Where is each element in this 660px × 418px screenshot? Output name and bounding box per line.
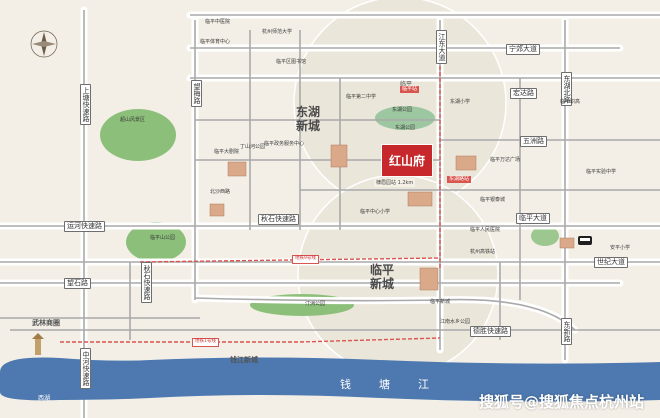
road-tag-jiangdong: 江东大道	[436, 30, 447, 64]
road-tag-zhonghe: 中河快速路	[80, 348, 91, 389]
place-label: 东湖公园	[395, 125, 416, 131]
landmark-buildings	[209, 144, 575, 291]
park-east	[531, 226, 559, 246]
place-label: 临平第二中学	[346, 94, 377, 100]
place-label: 临平山公园	[150, 235, 176, 241]
compass-icon	[30, 30, 58, 58]
road-tag-hongda: 宏达路	[510, 88, 537, 99]
area-qianjiang: 钱江新城	[230, 356, 258, 364]
area-wulin: 武林商圈	[32, 319, 60, 327]
place-label: 江南水乡公园	[440, 319, 471, 325]
park-west-1	[100, 109, 176, 161]
road-tag-shiji: 世纪大道	[594, 257, 628, 268]
linping-halo	[297, 174, 499, 376]
river-name: 钱塘江	[340, 378, 457, 391]
road-tag-dongxin: 东新路	[561, 318, 572, 345]
area-wenti: 临平	[400, 81, 413, 88]
park-west-2	[126, 222, 186, 262]
place-label: 临平政务服务中心	[264, 141, 305, 147]
place-label: 临平职高	[560, 99, 581, 105]
place-label: 北沙西路	[210, 189, 231, 195]
place-label: 杭州高铁站	[470, 249, 496, 255]
district-donghu-line2: 新城	[296, 118, 321, 133]
road-tag-wuzhou: 五洲路	[520, 136, 547, 147]
district-donghu: 东湖 新城	[296, 105, 321, 134]
road-tag-zhongshi: 秋石快速路	[141, 262, 152, 303]
station-tag-2: 临平站	[400, 86, 420, 93]
road-tag-yunhe: 运河快速路	[64, 221, 105, 232]
place-label: 临平实验中学	[586, 169, 617, 175]
place-label: 临平体育中心	[200, 39, 231, 45]
pagoda-icon	[32, 333, 44, 355]
road-tag-jiangnan: 望石路	[64, 278, 91, 289]
place-label: 临平中心小学	[360, 209, 391, 215]
metro-tag-line1: 地铁1号线	[192, 338, 219, 347]
place-label: 临平新城	[430, 299, 451, 305]
district-linping-line2: 新城	[370, 276, 395, 291]
road-tag-shanghai: 上塘快速路	[80, 84, 91, 125]
station-tag-1: 东湖路站	[447, 176, 472, 183]
road-tag-linping: 临平大道	[516, 213, 550, 224]
project-caption: 棣眉园站 1.2km	[374, 178, 416, 187]
place-label: 杭州师范大学	[262, 29, 293, 35]
road-tag-qiushi: 秋石快速路	[258, 214, 299, 225]
road-tag-ningjia: 宁郊大道	[506, 44, 540, 55]
metro-lines	[60, 60, 441, 343]
road-tag-dongda: 东湖北路	[561, 72, 572, 106]
place-label: 临平区图书馆	[276, 59, 307, 65]
metro-tag-line9: 地铁9号线	[292, 255, 319, 264]
place-label: 临平人民医院	[470, 227, 501, 233]
bus-icon	[578, 236, 592, 245]
place-label: 临平万达广场	[490, 157, 521, 163]
place-label: 超山风景区	[120, 117, 146, 123]
donghu-lake	[375, 106, 435, 130]
place-label: 东湖小学	[450, 99, 471, 105]
place-label: 临平银泰城	[480, 197, 506, 203]
road-lines	[0, 10, 660, 418]
area-xiaojiao: 西湖	[38, 395, 51, 402]
place-label: 东湖公园	[392, 107, 413, 113]
district-linping-line1: 临平	[370, 263, 395, 277]
place-label: 临平中医院	[205, 19, 231, 25]
qiantang-river	[0, 357, 660, 402]
district-linping: 临平 新城	[370, 263, 395, 292]
project-name: 红山府	[388, 154, 425, 168]
watermark: 搜狐号@搜狐焦点杭州站	[478, 393, 644, 411]
road-tag-deshen: 德胜快速路	[470, 326, 511, 337]
place-label: 安平小学	[610, 245, 631, 251]
district-donghu-line1: 东湖	[296, 105, 321, 119]
place-label: 汀洲公园	[305, 301, 326, 307]
place-label: 丁山河公园	[240, 144, 266, 150]
project-marker[interactable]: 红山府	[382, 145, 432, 176]
place-label: 临平大剧院	[214, 149, 240, 155]
road-tag-wangmei: 望梅路	[191, 80, 202, 107]
